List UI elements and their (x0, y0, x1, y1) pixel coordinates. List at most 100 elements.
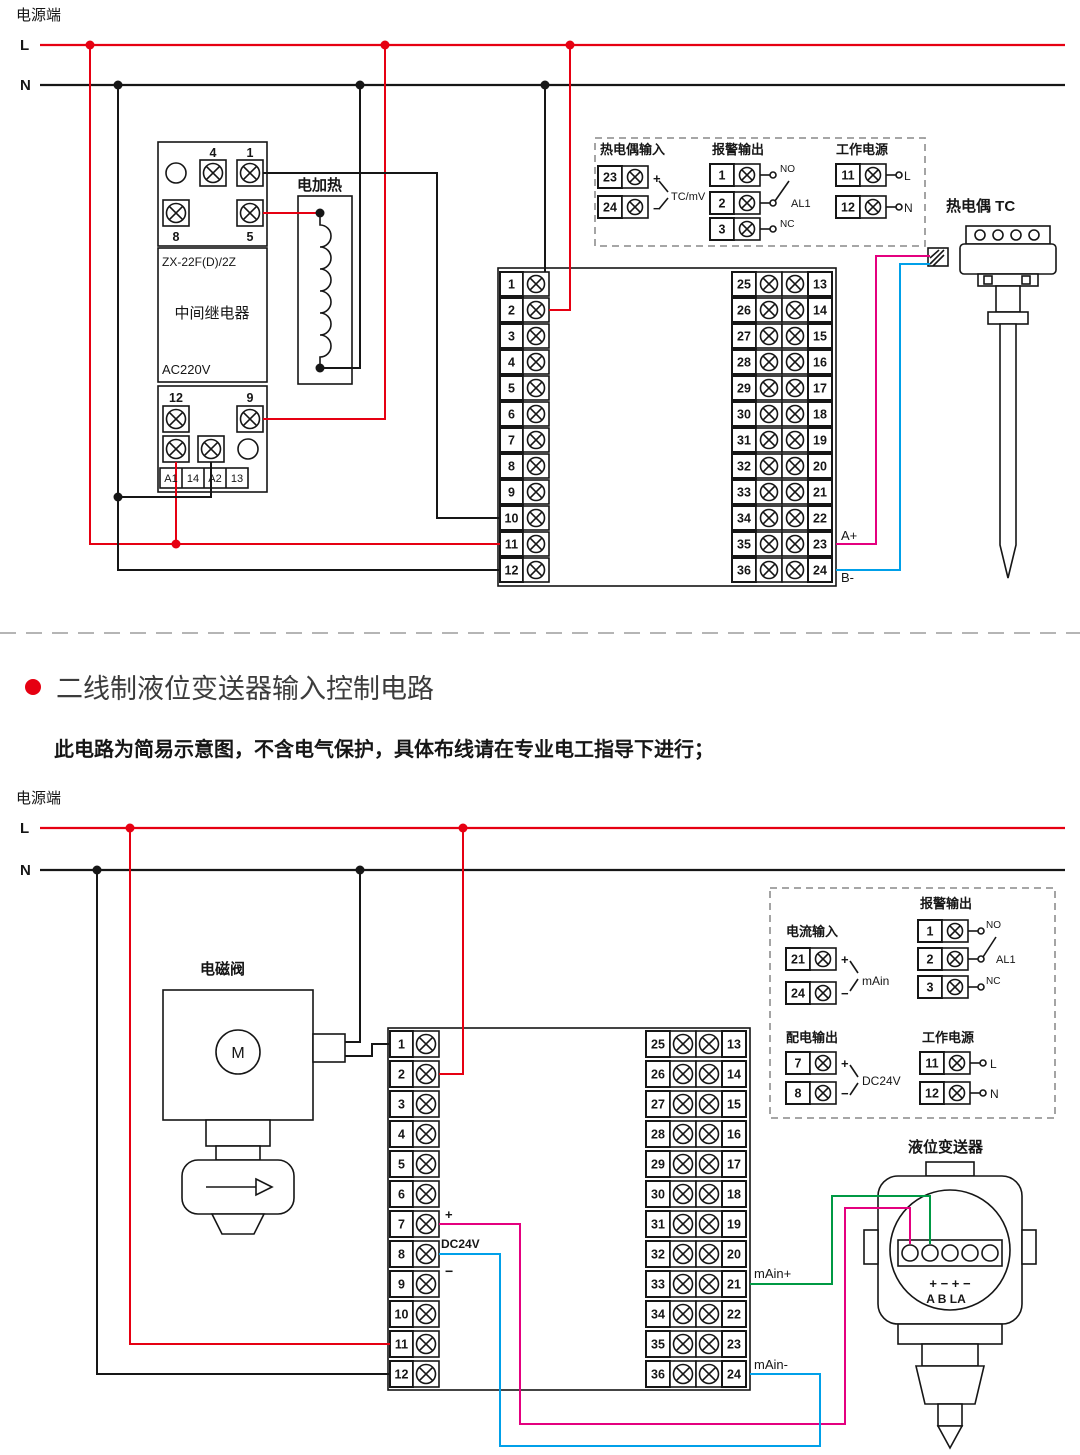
screw-slot (867, 169, 879, 181)
contact-point (977, 983, 985, 991)
terminal-screw (695, 1030, 723, 1058)
terminal-number: 14 (807, 297, 833, 323)
terminal-number: 14 (721, 1060, 747, 1088)
contact-point (769, 225, 777, 233)
alarm-name-label: AL1 (791, 198, 811, 210)
terminal-number-label: 9 (398, 1278, 405, 1292)
screw-box (695, 1030, 723, 1058)
screw-slot (529, 277, 543, 291)
terminal-number-label: 12 (841, 201, 855, 215)
transmitter-abc-label: A B LA (926, 1292, 966, 1306)
terminal-number-label: 19 (813, 434, 827, 448)
terminal-number-label: 35 (737, 538, 751, 552)
alarm-name-label: AL1 (996, 954, 1016, 966)
transmitter-hex-nut (914, 1365, 986, 1405)
screw-slot (817, 953, 829, 965)
screw-slot (242, 165, 258, 181)
terminal-screw (412, 1120, 440, 1148)
screw-slot (817, 987, 829, 999)
junction-dot (315, 208, 325, 218)
screw-head (759, 482, 779, 502)
wire-black (345, 870, 361, 1043)
terminal-screw (412, 1210, 440, 1238)
screw-head (759, 404, 779, 424)
terminal-number: 15 (721, 1090, 747, 1118)
number-box (721, 1030, 747, 1058)
number-box (645, 1330, 671, 1358)
screw-slot (675, 1216, 691, 1232)
terminal-number: 1 (389, 1030, 414, 1058)
power-terminal-label: 电源端 (16, 7, 61, 24)
power-l-label: L (990, 1057, 997, 1071)
screw-head (672, 1033, 694, 1055)
terminal-number: 23 (597, 165, 623, 189)
terminal-number-label: 18 (813, 408, 827, 422)
screw-slot (529, 303, 543, 317)
terminal-number-label: 30 (651, 1188, 665, 1202)
terminal-screw (412, 1060, 440, 1088)
terminal-screw (197, 435, 225, 463)
terminal-number: 9 (389, 1270, 414, 1298)
screw-slot (203, 441, 219, 457)
transmitter-terminal (921, 1244, 939, 1262)
terminal-screw (669, 1240, 697, 1268)
screw-head (814, 984, 832, 1002)
heater-label: 电加热 (297, 176, 342, 194)
terminal-number: 30 (731, 401, 757, 427)
relay-strip-label: 14 (187, 473, 199, 485)
terminal-number-label: 11 (395, 1338, 408, 1352)
terminal-screw (162, 199, 190, 227)
screw-head (239, 202, 261, 224)
screw-slot (418, 1156, 434, 1172)
relay-mounting-hole (165, 162, 187, 184)
terminal-number: 32 (645, 1240, 671, 1268)
screw-head (946, 950, 964, 968)
screw-head (415, 1183, 437, 1205)
terminal-number: 11 (499, 531, 524, 557)
screw-box (669, 1180, 697, 1208)
screw-head (672, 1273, 694, 1295)
n-line-label: N (20, 77, 31, 94)
legend-alarm-title: 报警输出 (920, 896, 972, 911)
wire-red (263, 45, 386, 420)
terminal-number-label: 2 (927, 953, 934, 967)
screw-head (672, 1243, 694, 1265)
screw-head (698, 1333, 720, 1355)
wire-red (89, 45, 500, 545)
screw-slot (529, 485, 543, 499)
main-plus-label: mAin+ (754, 1266, 791, 1281)
screw-box (199, 159, 227, 187)
terminal-screw (621, 165, 649, 189)
screw-head (526, 482, 546, 502)
gland-hatch (929, 249, 945, 265)
terminal-number-label: 24 (813, 564, 827, 578)
terminal-number-label: 31 (737, 434, 751, 448)
terminal-number-label: 19 (727, 1218, 741, 1232)
terminal-number-label: 29 (651, 1158, 665, 1172)
terminal-number-label: 21 (813, 486, 827, 500)
terminal-screw (781, 375, 809, 401)
screw-head (759, 326, 779, 346)
screw-slot (529, 537, 543, 551)
terminal-screw (412, 1090, 440, 1118)
block-outline (387, 1027, 751, 1391)
number-box (807, 427, 833, 453)
terminal-number: 31 (731, 427, 757, 453)
tc-head-terminal (1028, 229, 1040, 241)
screw-head (415, 1063, 437, 1085)
terminal-number-label: 34 (651, 1308, 665, 1322)
contact-arm (774, 180, 790, 202)
terminal-number-label: 25 (737, 278, 751, 292)
screw-head (165, 202, 187, 224)
heater-box (297, 195, 353, 385)
terminal-number-label: 6 (398, 1188, 405, 1202)
screw-slot (951, 1057, 963, 1069)
terminal-number-label: 36 (651, 1368, 665, 1382)
screw-head (526, 352, 546, 372)
terminal-number-label: 12 (505, 564, 519, 578)
terminal-screw (522, 375, 550, 401)
screw-head (814, 1054, 832, 1072)
terminal-screw (755, 427, 783, 453)
terminal-screw (669, 1150, 697, 1178)
